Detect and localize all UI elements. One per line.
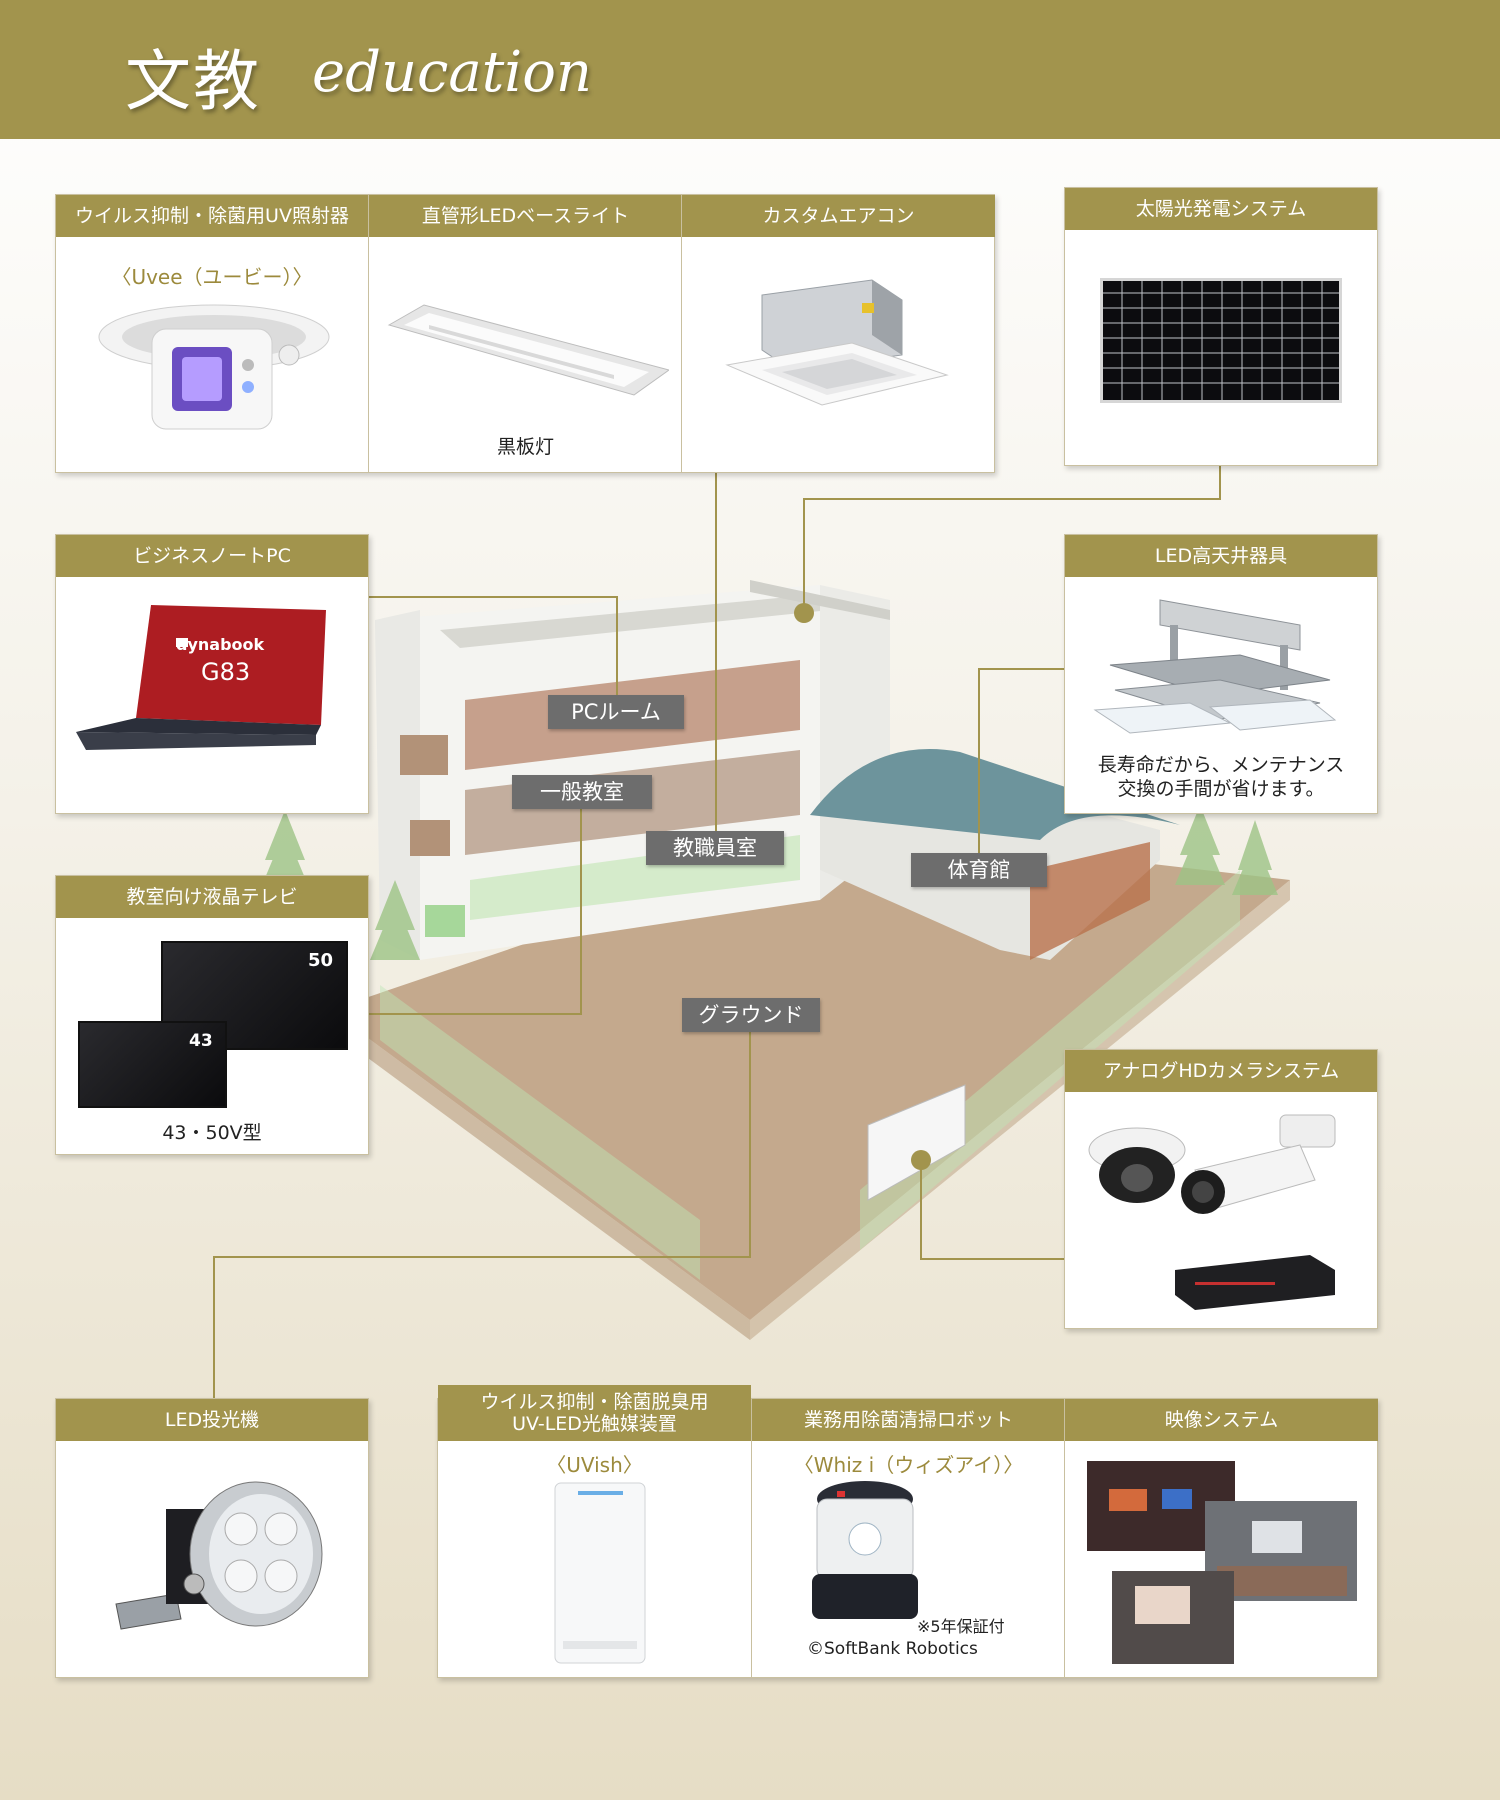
product-business-pc: ビジネスノートPC dynabook G83 xyxy=(55,534,369,814)
place-tag-ground: グラウンド xyxy=(682,998,820,1032)
connector-line xyxy=(978,668,980,868)
place-tag-classroom: 一般教室 xyxy=(512,775,652,809)
place-tag-pc-room: PCルーム xyxy=(548,695,684,729)
connector-line xyxy=(920,1160,922,1260)
floodlight-image xyxy=(115,1481,323,1630)
connector-line xyxy=(715,470,717,845)
connector-line xyxy=(368,1013,582,1015)
cleaning-robot-image xyxy=(812,1481,918,1619)
product-group-bottom: ウイルス抑制・除菌脱臭用 UV-LED光触媒装置 〈UVish〉 業務用除菌清掃… xyxy=(437,1385,1378,1678)
connector-dot xyxy=(911,1150,931,1170)
laptop-model: G83 xyxy=(201,658,251,686)
product-title: 教室向け液晶テレビ xyxy=(56,876,368,918)
uv-irradiator-image xyxy=(98,304,330,430)
gym-roof xyxy=(810,749,1180,840)
connector-dot xyxy=(794,603,814,623)
connector-line xyxy=(920,1258,1065,1260)
product-title-line1: ウイルス抑制・除菌脱臭用 xyxy=(480,1391,709,1413)
product-led-baselight: 直管形LEDベースライト 黒板灯 xyxy=(368,195,682,472)
product-solar-system: 太陽光発電システム xyxy=(1064,187,1378,466)
product-custom-aircon: カスタムエアコン xyxy=(681,195,995,472)
product-caption: 43・50V型 xyxy=(162,1122,262,1144)
product-led-high-bay: LED高天井器具 長寿命だから、メンテナンス 交換の手間が省けます。 xyxy=(1064,534,1378,814)
product-title: LED投光機 xyxy=(56,1399,368,1441)
product-camera-system: アナログHDカメラシステム xyxy=(1064,1049,1378,1329)
laptop-image xyxy=(76,605,326,750)
connector-line xyxy=(213,1256,215,1398)
tv-43-image xyxy=(78,1021,227,1108)
gate xyxy=(867,1084,966,1201)
led-baselight-image xyxy=(387,304,669,396)
warranty-note: ※5年保証付 xyxy=(917,1617,1005,1636)
product-title-line2: UV-LED光触媒装置 xyxy=(512,1413,677,1435)
product-uv-irradiator: ウイルス抑制・除菌用UV照射器 〈Uvee（ユービー）〉 xyxy=(56,195,368,472)
fence-right xyxy=(860,870,1240,1250)
product-caption: 交換の手間が省けます。 xyxy=(1117,778,1325,800)
product-caption: 黒板灯 xyxy=(496,436,554,458)
connector-line xyxy=(978,668,1064,670)
product-title: ビジネスノートPC xyxy=(56,535,368,577)
product-led-floodlight: LED投光機 xyxy=(55,1398,369,1678)
tv-size-small: 43 xyxy=(189,1031,213,1051)
product-uvish: ウイルス抑制・除菌脱臭用 UV-LED光触媒装置 〈UVish〉 xyxy=(438,1385,751,1677)
copyright-note: ©SoftBank Robotics xyxy=(807,1639,978,1659)
product-classroom-tv: 教室向け液晶テレビ 50 43 43・50V型 xyxy=(55,875,369,1155)
product-title: LED高天井器具 xyxy=(1065,535,1377,577)
solar-panel-image xyxy=(1100,278,1342,403)
product-subtitle: 〈UVish〉 xyxy=(546,1453,643,1477)
high-bay-image xyxy=(1093,599,1337,734)
connector-line xyxy=(368,596,618,598)
product-title: カスタムエアコン xyxy=(682,195,995,237)
product-subtitle: 〈Uvee（ユービー）〉 xyxy=(111,265,313,289)
place-tag-staff-room: 教職員室 xyxy=(646,831,784,865)
connector-line xyxy=(1219,463,1221,500)
camera-system-image xyxy=(1088,1114,1336,1310)
uvish-image xyxy=(554,1482,646,1664)
product-group-top: ウイルス抑制・除菌用UV照射器 〈Uvee（ユービー）〉 直管形LEDベースライ… xyxy=(55,194,995,473)
product-video-system: 映像システム xyxy=(1064,1399,1378,1677)
product-title: 太陽光発電システム xyxy=(1065,188,1377,230)
product-title: 直管形LEDベースライト xyxy=(369,195,682,237)
product-title: ウイルス抑制・除菌用UV照射器 xyxy=(56,195,368,237)
connector-line xyxy=(580,790,582,1015)
connector-line xyxy=(213,1256,751,1258)
page-header: 文教 education xyxy=(0,0,1500,139)
product-subtitle: 〈Whiz i（ウィズアイ）〉 xyxy=(793,1453,1024,1477)
connector-line xyxy=(803,498,805,610)
page-subtitle: education xyxy=(312,40,592,105)
aircon-image xyxy=(725,279,949,406)
product-cleaning-robot: 業務用除菌清掃ロボット 〈Whiz i（ウィズアイ）〉 ※5年保証付 ©Soft… xyxy=(751,1399,1065,1677)
place-tag-gym: 体育館 xyxy=(911,853,1047,887)
product-title: アナログHDカメラシステム xyxy=(1065,1050,1377,1092)
product-caption: 長寿命だから、メンテナンス xyxy=(1097,754,1345,776)
product-title: 業務用除菌清掃ロボット xyxy=(752,1399,1065,1441)
product-title: 映像システム xyxy=(1065,1399,1378,1441)
page-title: 文教 xyxy=(125,43,261,120)
connector-line xyxy=(803,498,1221,500)
tv-size-large: 50 xyxy=(308,950,334,971)
laptop-brand: dynabook xyxy=(176,635,265,654)
video-system-image xyxy=(1087,1461,1357,1664)
product-title: ウイルス抑制・除菌脱臭用 UV-LED光触媒装置 xyxy=(438,1385,751,1441)
connector-line xyxy=(616,596,618,696)
fence-left xyxy=(380,985,700,1280)
connector-line xyxy=(749,1030,751,1258)
